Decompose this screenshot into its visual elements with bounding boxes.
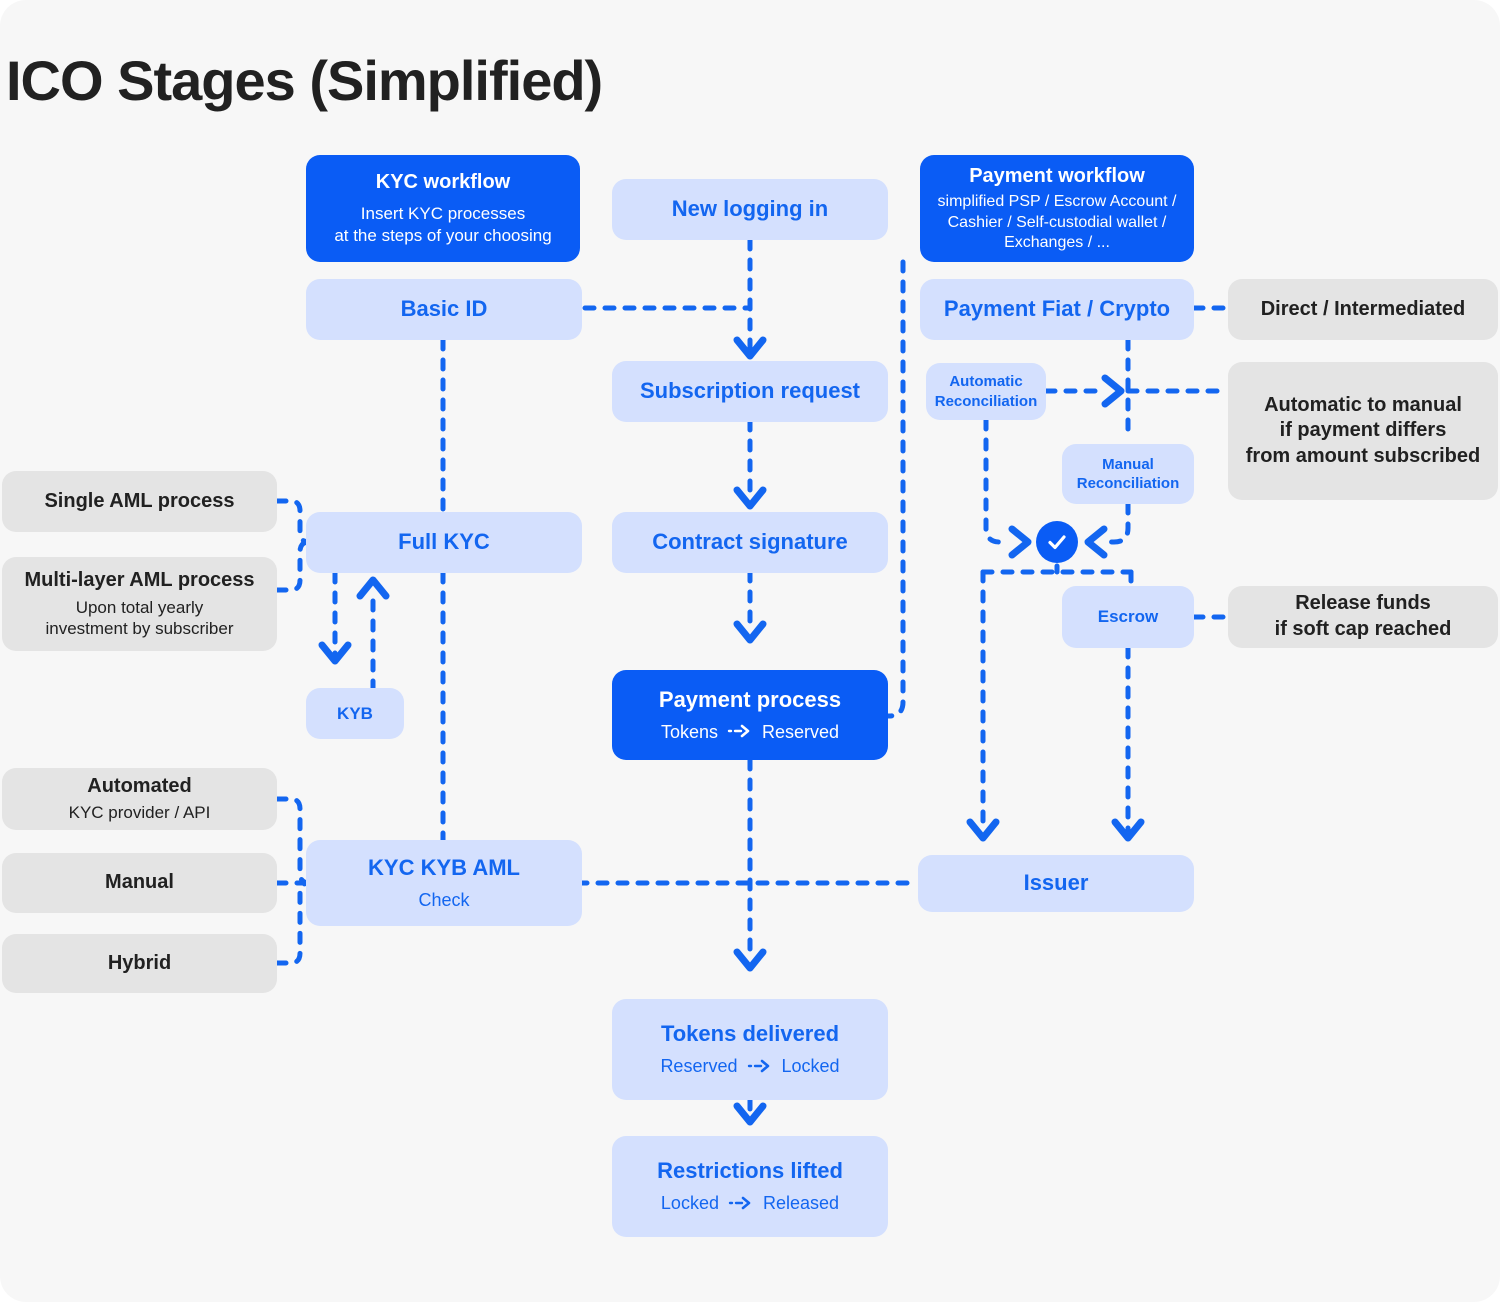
tokens-delivered-to: Locked — [781, 1056, 840, 1077]
restrictions-lifted-title: Restrictions lifted — [657, 1158, 843, 1184]
annotation-multi-layer-aml-process[interactable]: Multi-layer AML process Upon total yearl… — [2, 557, 277, 651]
multi-layer-aml-line1: Upon total yearly — [75, 597, 204, 617]
multi-layer-aml-line2: investment by subscriber — [45, 619, 234, 639]
payment-workflow-line1: simplified PSP / Escrow Account / — [937, 193, 1177, 211]
payment-workflow-title: Payment workflow — [969, 164, 1145, 187]
wire-paymentworkflow-to-paymentprocess — [882, 259, 906, 719]
kyc-kyb-aml-sub: Check — [418, 890, 470, 911]
check-glyph — [1048, 535, 1066, 550]
automatic-reconciliation-line2: Reconciliation — [934, 392, 1038, 410]
single-aml-label: Single AML process — [44, 489, 235, 512]
node-payment-process[interactable]: Payment process Tokens Reserved — [612, 670, 888, 760]
hybrid-label: Hybrid — [107, 951, 172, 974]
restrictions-lifted-to: Released — [763, 1193, 840, 1214]
kyc-workflow-title: KYC workflow — [375, 171, 511, 194]
arrowhead-fullkyc-up — [356, 576, 390, 600]
check-circle-icon — [1036, 521, 1078, 563]
issuer-label: Issuer — [1023, 870, 1089, 896]
page-title: ICO Stages (Simplified) — [6, 49, 603, 112]
node-payment-fiat-crypto[interactable]: Payment Fiat / Crypto — [920, 279, 1194, 340]
arrowhead-check-right — [1084, 525, 1108, 559]
node-kyc-workflow[interactable]: KYC workflow Insert KYC processes at the… — [306, 155, 580, 262]
escrow-label: Escrow — [1097, 607, 1159, 627]
dashed-arrow-icon — [747, 1056, 773, 1079]
arrowhead-kyb — [318, 641, 352, 665]
tokens-delivered-from: Reserved — [660, 1056, 738, 1077]
wire-multilayer-aml-to-fullkyc — [274, 539, 312, 593]
wire-autorecon-to-check — [983, 417, 1011, 545]
node-kyb[interactable]: KYB — [306, 688, 404, 739]
arrowhead-check-left — [1008, 525, 1032, 559]
contract-signature-label: Contract signature — [652, 529, 848, 555]
annotation-hybrid[interactable]: Hybrid — [2, 934, 277, 993]
arrowhead-issuer-right — [1111, 818, 1145, 842]
kyb-label: KYB — [337, 703, 373, 723]
wire-manualrecon-to-check — [1105, 501, 1131, 545]
restrictions-lifted-from: Locked — [660, 1193, 719, 1214]
node-issuer[interactable]: Issuer — [918, 855, 1194, 912]
payment-workflow-line2: Cashier / Self-custodial wallet / — [947, 213, 1167, 231]
arrowhead-tokens-delivered — [733, 948, 767, 972]
annotation-automatic-to-manual[interactable]: Automatic to manual if payment differs f… — [1228, 362, 1498, 500]
annotation-single-aml-process[interactable]: Single AML process — [2, 471, 277, 532]
arrowhead-restrictions — [733, 1102, 767, 1126]
automatic-reconciliation-line1: Automatic — [949, 373, 1023, 391]
node-subscription-request[interactable]: Subscription request — [612, 361, 888, 422]
arrowhead-payment-process — [733, 620, 767, 644]
automatic-to-manual-line2: if payment differs — [1279, 419, 1447, 442]
tokens-delivered-title: Tokens delivered — [660, 1021, 840, 1047]
node-escrow[interactable]: Escrow — [1062, 586, 1194, 648]
restrictions-lifted-transition: Locked Released — [661, 1192, 839, 1216]
node-full-kyc[interactable]: Full KYC — [306, 512, 582, 573]
payment-process-transition: Tokens Reserved — [661, 721, 839, 745]
automatic-to-manual-line1: Automatic to manual — [1264, 393, 1462, 416]
payment-fiat-crypto-label: Payment Fiat / Crypto — [943, 296, 1171, 322]
arrowhead-subscription — [733, 336, 767, 360]
automated-title: Automated — [87, 774, 192, 797]
node-automatic-reconciliation[interactable]: Automatic Reconciliation — [926, 363, 1046, 420]
node-kyc-kyb-aml[interactable]: KYC KYB AML Check — [306, 840, 582, 926]
node-manual-reconciliation[interactable]: Manual Reconciliation — [1062, 444, 1194, 504]
kyc-workflow-line2: at the steps of your choosing — [334, 225, 552, 245]
annotation-direct-intermediated[interactable]: Direct / Intermediated — [1228, 279, 1498, 340]
multi-layer-aml-title: Multi-layer AML process — [24, 568, 255, 591]
node-tokens-delivered[interactable]: Tokens delivered Reserved Locked — [612, 999, 888, 1100]
manual-reconciliation-line1: Manual — [1102, 455, 1154, 473]
kyc-workflow-line1: Insert KYC processes — [360, 204, 526, 224]
payment-workflow-line3: Exchanges / ... — [1004, 234, 1110, 252]
arrowhead-junction-right — [1101, 374, 1125, 408]
basic-id-label: Basic ID — [400, 296, 488, 322]
new-logging-in-label: New logging in — [671, 196, 829, 222]
release-funds-line1: Release funds — [1295, 592, 1431, 615]
annotation-automated[interactable]: Automated KYC provider / API — [2, 768, 277, 830]
annotation-release-funds[interactable]: Release funds if soft cap reached — [1228, 586, 1498, 648]
subscription-request-label: Subscription request — [639, 378, 861, 404]
automatic-to-manual-line3: from amount subscribed — [1245, 444, 1481, 467]
node-contract-signature[interactable]: Contract signature — [612, 512, 888, 573]
arrowhead-contract — [733, 486, 767, 510]
release-funds-line2: if soft cap reached — [1274, 618, 1452, 640]
payment-process-title: Payment process — [658, 686, 842, 712]
node-basic-id[interactable]: Basic ID — [306, 279, 582, 340]
manual-reconciliation-line2: Reconciliation — [1076, 475, 1180, 492]
payment-process-from: Tokens — [660, 721, 718, 742]
automated-sub: KYC provider / API — [68, 803, 211, 823]
arrowhead-issuer-left — [966, 818, 1000, 842]
node-new-logging-in[interactable]: New logging in — [612, 179, 888, 240]
tokens-delivered-transition: Reserved Locked — [660, 1055, 839, 1079]
wire-check-split — [980, 563, 1134, 575]
direct-intermediated-label: Direct / Intermediated — [1260, 297, 1466, 320]
kyc-kyb-aml-title: KYC KYB AML — [368, 854, 520, 880]
dashed-arrow-icon — [727, 721, 753, 744]
manual-label: Manual — [105, 871, 174, 894]
dashed-arrow-icon — [728, 1193, 754, 1216]
node-restrictions-lifted[interactable]: Restrictions lifted Locked Released — [612, 1136, 888, 1237]
node-payment-workflow[interactable]: Payment workflow simplified PSP / Escrow… — [920, 155, 1194, 262]
payment-process-to: Reserved — [762, 721, 840, 742]
wire-hybrid-to-kycaml — [274, 880, 312, 966]
full-kyc-label: Full KYC — [398, 529, 490, 555]
annotation-manual[interactable]: Manual — [2, 853, 277, 913]
